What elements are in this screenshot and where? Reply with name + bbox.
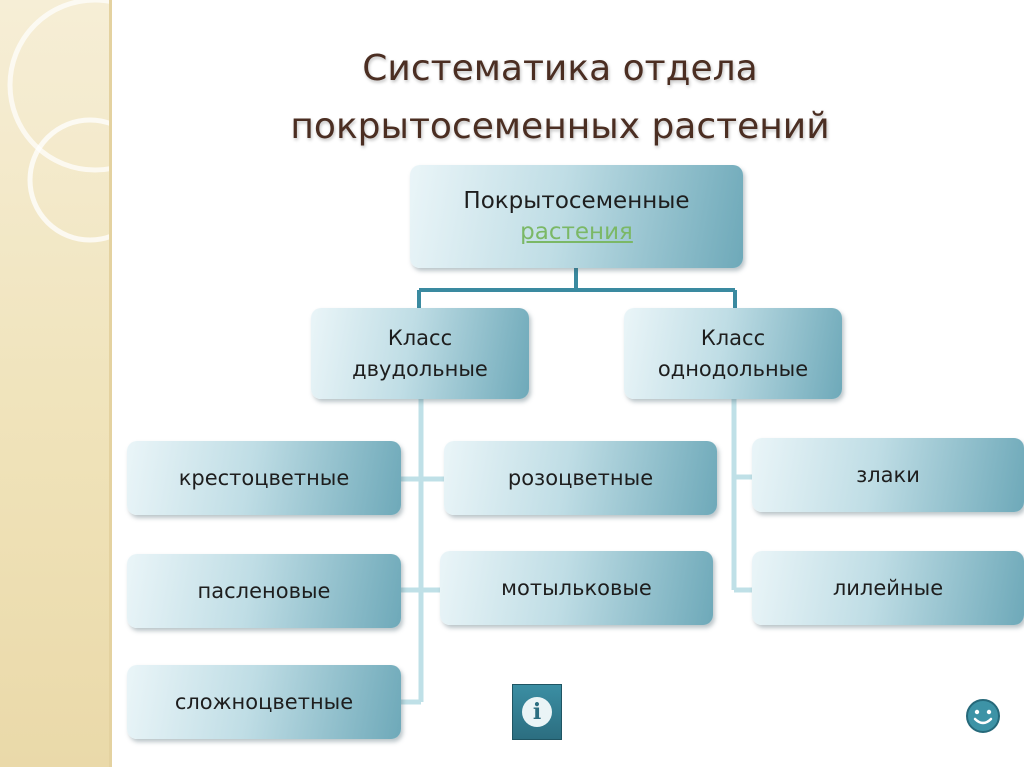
decorative-rings [7,0,112,243]
family-node-motylkovye: мотыльковые [440,551,713,625]
monocots-label-line-1: Класс [700,325,766,350]
dicots-label-line-2: двудольные [352,356,488,381]
family-label: мотыльковые [501,575,652,600]
monocots-label-line-2: однодольные [657,356,809,381]
title-line-2: покрытосеменных растений [290,106,830,147]
family-node-slozhnocvetnye: сложноцветные [127,665,401,739]
class-node-dicots: Класс двудольные [311,308,529,399]
family-label: пасленовые [197,578,331,603]
root-label-line-1: Покрытосеменные [463,187,690,214]
family-node-rozocvetnye: розоцветные [444,441,717,515]
family-node-krestocvetnye: крестоцветные [127,441,401,515]
family-node-zlaki: злаки [752,438,1024,512]
dicots-label-line-1: Класс [387,325,453,350]
info-icon: i [522,697,552,727]
smiley-icon[interactable] [964,697,1002,735]
family-label: сложноцветные [174,689,354,714]
family-node-lileynye: лилейные [752,551,1024,625]
family-node-paslenovye: пасленовые [127,554,401,628]
info-button[interactable]: i [512,684,562,740]
root-link-plants[interactable]: растения [520,218,633,245]
family-label: злаки [856,462,920,487]
root-node-angiosperms: Покрытосеменные растения [410,165,743,268]
family-label: лилейные [832,575,944,600]
class-node-monocots: Класс однодольные [624,308,842,399]
family-label: розоцветные [507,465,654,490]
title-line-1: Систематика отдела [362,48,758,89]
page-title: Систематика отдела покрытосеменных расте… [230,40,890,156]
family-label: крестоцветные [178,465,350,490]
decorative-sidebar [0,0,112,767]
